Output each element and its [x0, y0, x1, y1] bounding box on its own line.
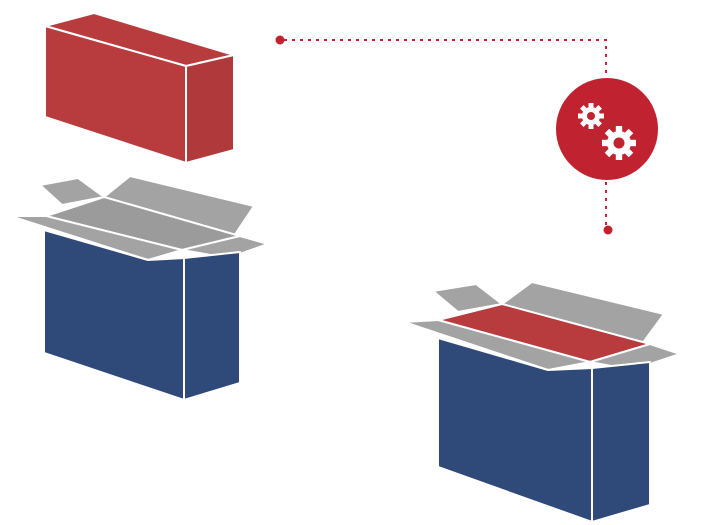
red-product-box	[44, 12, 235, 164]
gears-badge	[556, 78, 658, 180]
connector-line	[284, 39, 607, 78]
large-gear-icon	[602, 126, 636, 160]
process-connector	[275, 35, 613, 235]
packed-box	[403, 281, 681, 523]
packed-box-side	[591, 361, 651, 523]
gears-circle	[556, 78, 658, 180]
red-box-side	[185, 54, 235, 164]
box-side	[183, 251, 241, 401]
small-gear-icon	[578, 103, 604, 129]
connector-start-dot	[275, 35, 285, 45]
open-empty-box	[9, 175, 269, 401]
connector-end-dot	[603, 225, 613, 235]
gears-icon	[578, 103, 636, 160]
